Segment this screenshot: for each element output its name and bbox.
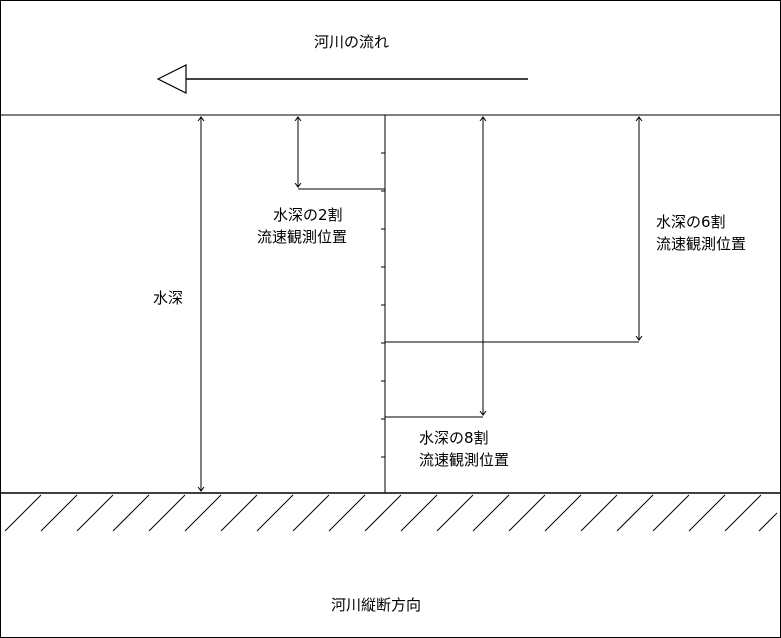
- position-20-marker: [298, 117, 385, 190]
- position-20-line1: 水深の2割: [273, 206, 343, 224]
- position-20-label: 水深の2割 流速観測位置: [257, 204, 347, 248]
- position-80-label: 水深の8割 流速観測位置: [419, 427, 509, 471]
- measurement-line-ticks: [381, 152, 385, 458]
- depth-label: 水深: [153, 289, 184, 307]
- position-60-line2: 流速観測位置: [656, 235, 747, 253]
- bottom-label: 河川縦断方向: [331, 596, 422, 614]
- position-60-marker: [385, 117, 639, 343]
- position-80-line2: 流速観測位置: [419, 451, 510, 469]
- position-60-line1: 水深の6割: [656, 213, 726, 231]
- position-80-marker: [385, 117, 483, 418]
- position-20-line2: 流速観測位置: [257, 228, 348, 246]
- position-80-line1: 水深の8割: [419, 429, 489, 447]
- position-60-label: 水深の6割 流速観測位置: [656, 211, 746, 255]
- flow-direction-arrow: [156, 64, 528, 94]
- riverbed-hatching: [4, 494, 778, 532]
- flow-label: 河川の流れ: [314, 33, 390, 51]
